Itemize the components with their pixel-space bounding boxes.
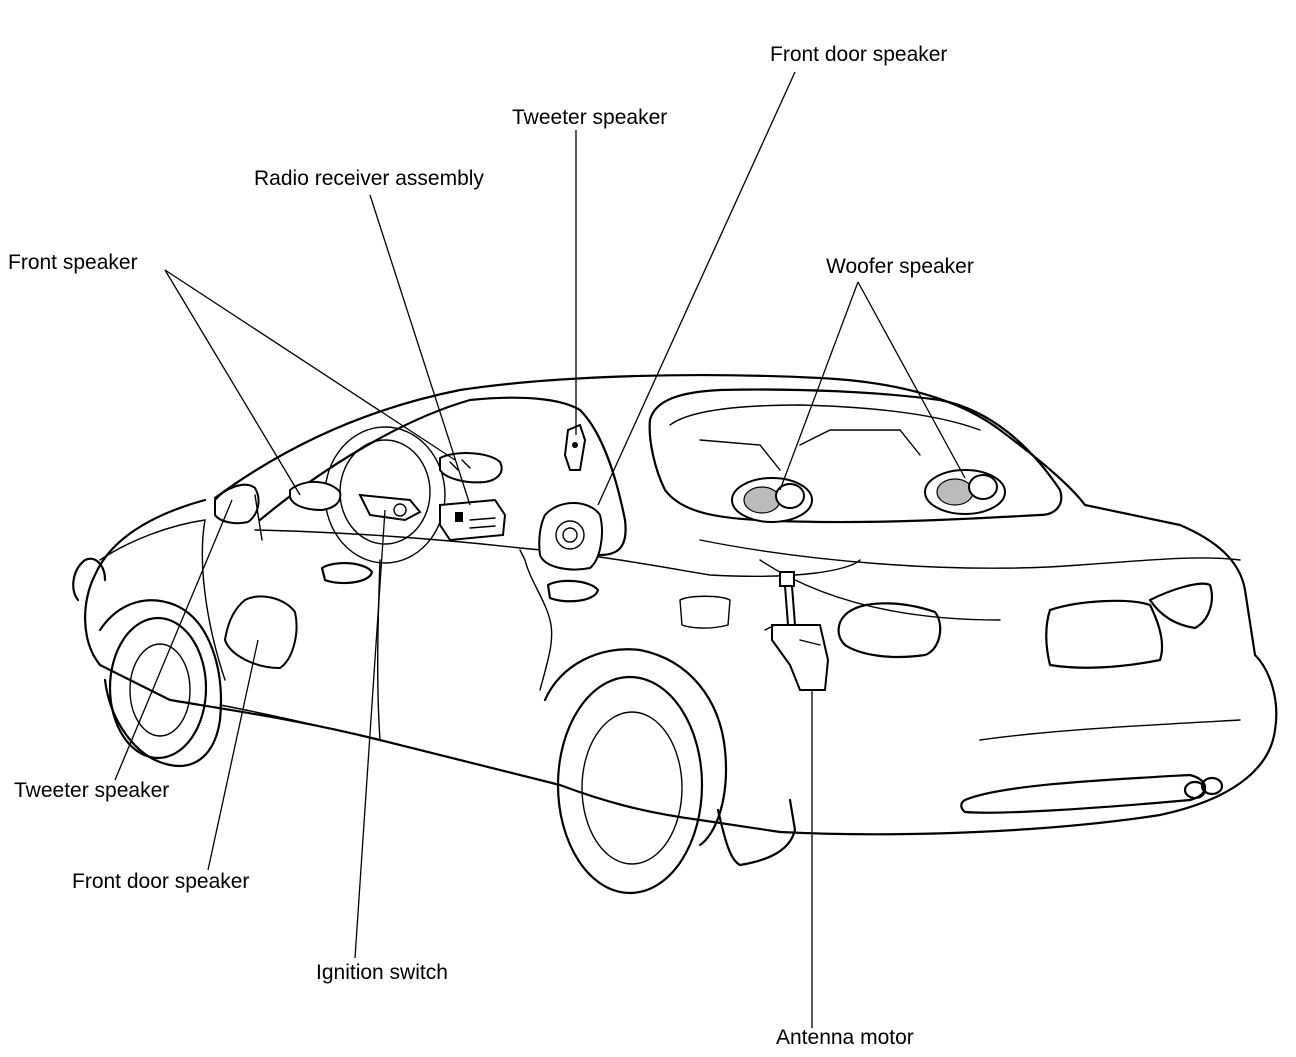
antenna-motor-part [764, 571, 830, 691]
front-speaker-dash-left [289, 481, 342, 512]
car-body [72, 374, 1278, 895]
front-door-speaker-part [223, 595, 298, 670]
label-radio-receiver: Radio receiver assembly [254, 167, 484, 190]
label-front-door-speaker-top: Front door speaker [770, 43, 948, 66]
label-ignition-switch: Ignition switch [316, 961, 448, 984]
leader-lines [114, 71, 966, 1028]
front-door-speaker-rear-part [538, 502, 603, 571]
tweeter-speaker-pillar [563, 423, 587, 471]
label-tweeter-speaker-bottom: Tweeter speaker [14, 779, 170, 802]
label-woofer-speaker: Woofer speaker [826, 255, 974, 278]
label-front-speaker: Front speaker [8, 251, 138, 274]
tweeter-speaker-mirror [214, 483, 263, 541]
ignition-switch-part [358, 493, 422, 522]
woofer-speaker-left [731, 477, 813, 523]
label-front-door-speaker-bottom: Front door speaker [72, 870, 250, 893]
front-speaker-dash-right [439, 452, 503, 484]
label-antenna-motor: Antenna motor [776, 1026, 914, 1049]
label-tweeter-speaker-top: Tweeter speaker [512, 106, 668, 129]
woofer-speaker-right [924, 469, 1006, 515]
radio-receiver-part [439, 498, 507, 542]
